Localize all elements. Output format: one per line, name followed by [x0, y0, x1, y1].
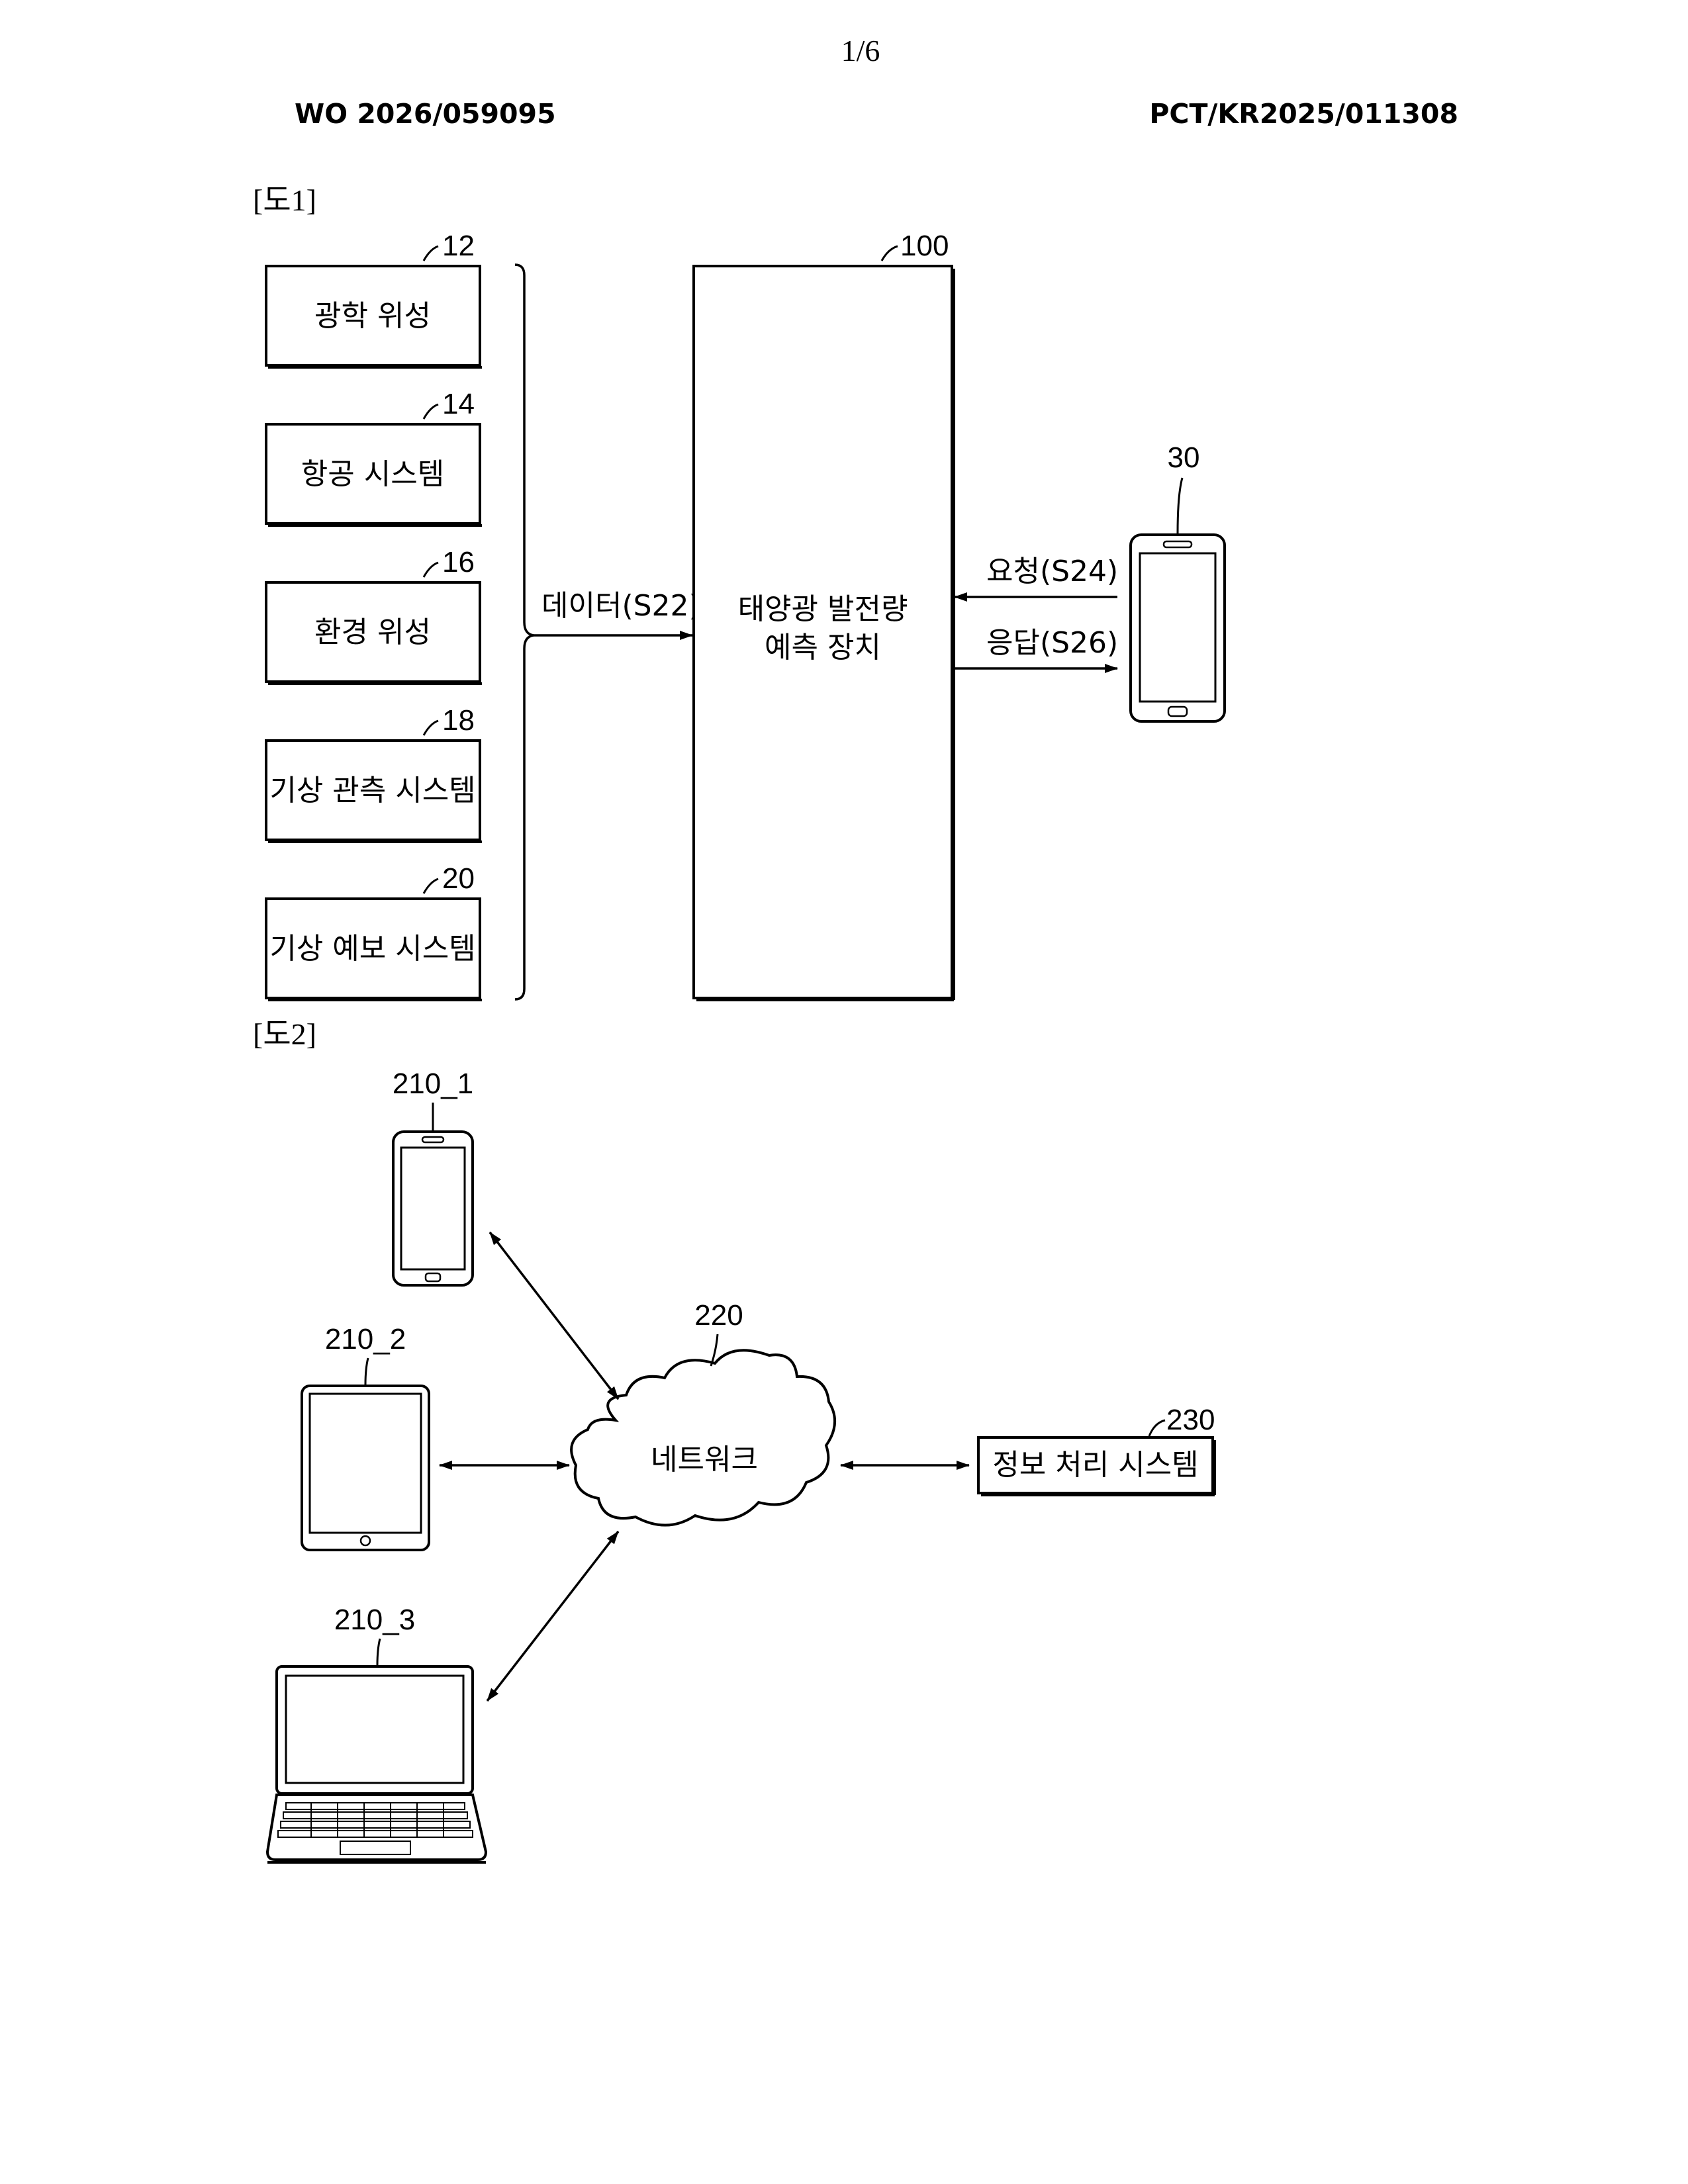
terminal-ref: 30	[1168, 441, 1200, 474]
source-label: 기상 예보 시스템	[269, 932, 475, 966]
network-label: 네트워크	[651, 1443, 758, 1477]
source-label: 환경 위성	[314, 615, 431, 649]
information-processing-system-box: 정보 처리 시스템 230	[978, 1404, 1215, 1495]
tablet-device: 210_2	[302, 1323, 429, 1550]
laptop-network-arrow	[487, 1531, 618, 1701]
source-ref: 12	[442, 230, 475, 262]
network-ref: 220	[694, 1299, 743, 1332]
network-cloud: 네트워크 220	[571, 1299, 835, 1525]
device-ref: 100	[900, 230, 949, 262]
application-number: PCT/KR2025/011308	[1149, 98, 1458, 130]
system-label: 정보 처리 시스템	[992, 1448, 1198, 1482]
page-number: 1/6	[841, 34, 880, 68]
source-label: 기상 관측 시스템	[269, 774, 475, 807]
system-ref: 230	[1166, 1404, 1215, 1436]
source-box-environment-satellite: 환경 위성 16	[266, 546, 482, 684]
source-ref: 18	[442, 704, 475, 737]
source-box-weather-forecast: 기상 예보 시스템 20	[266, 862, 482, 1000]
data-arrow-label: 데이터(S22)	[541, 589, 700, 623]
device-label-line1: 태양광 발전량	[738, 592, 908, 626]
response-label: 응답(S26)	[986, 626, 1118, 660]
phone-network-arrow	[490, 1232, 618, 1399]
laptop-device: 210_3	[267, 1604, 486, 1862]
device-label-line2: 예측 장치	[765, 631, 881, 664]
phone-ref: 210_1	[393, 1068, 473, 1100]
source-ref: 16	[442, 546, 475, 578]
figure-1-label: [도1]	[253, 183, 316, 217]
user-terminal-phone: 30	[1131, 441, 1225, 721]
publication-number: WO 2026/059095	[295, 98, 556, 130]
request-label: 요청(S24)	[986, 555, 1118, 588]
source-group-brace	[515, 265, 534, 999]
source-label: 광학 위성	[314, 299, 431, 333]
prediction-device-box: 태양광 발전량 예측 장치 100	[694, 230, 954, 1000]
source-box-weather-observation: 기상 관측 시스템 18	[266, 704, 482, 842]
source-label: 항공 시스템	[301, 457, 444, 491]
figure-2-label: [도2]	[253, 1017, 316, 1051]
source-ref: 14	[442, 388, 475, 420]
laptop-ref: 210_3	[334, 1604, 415, 1636]
smartphone-device: 210_1	[393, 1068, 473, 1285]
source-ref: 20	[442, 862, 475, 895]
source-box-aerial-system: 항공 시스템 14	[266, 388, 482, 525]
tablet-ref: 210_2	[325, 1323, 406, 1355]
source-box-optical-satellite: 광학 위성 12	[266, 230, 482, 367]
